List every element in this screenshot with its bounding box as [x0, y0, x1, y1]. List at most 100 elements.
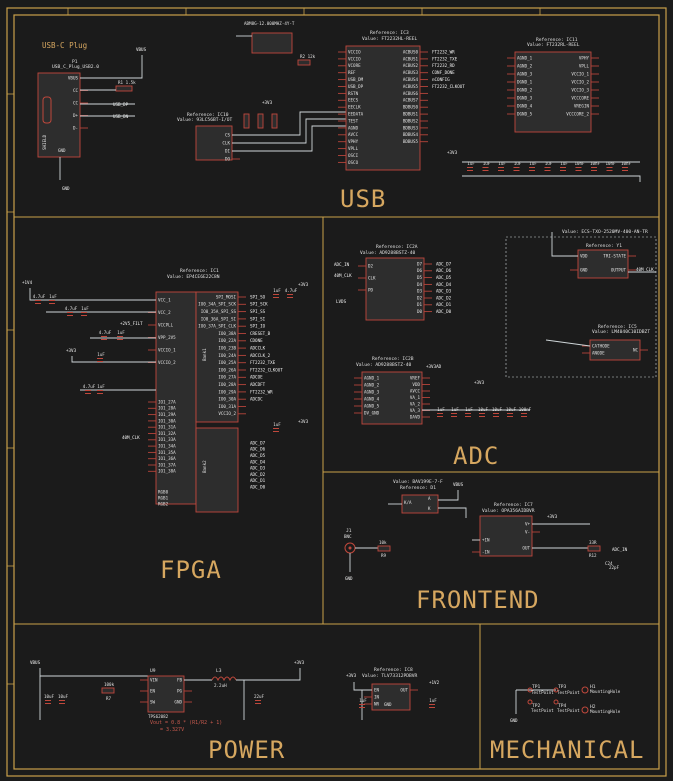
fpga-cap-value: 4.7uF [285, 288, 298, 293]
fpga-cap-value: 1uF [97, 384, 105, 389]
adc-cap-value: 1uF [465, 407, 473, 412]
wire [438, 507, 467, 518]
fpga-pin-label: IO0_37A_SPI_CLK [198, 324, 236, 329]
osc-pin-label: OUTPUT [611, 267, 627, 272]
testpoint-icon [527, 699, 533, 705]
ic11-pin-label: AGND_3 [517, 71, 533, 76]
p1-gnd-label: GND [58, 148, 66, 153]
ic11-pin-label: VCCIO_3 [571, 87, 589, 92]
ic11-pin-label: VCCIO_2 [571, 79, 589, 84]
opamp-pin-label: V- [525, 529, 530, 534]
fpga-rgb-pin-label: RGB0 [158, 489, 169, 494]
opamp-pin-label: V+ [525, 521, 531, 526]
ic11-pin-label: DGND_2 [517, 87, 533, 92]
ic3-pin-label: ACBUS5 [403, 84, 419, 89]
opamp-out-label: OUT [522, 545, 530, 550]
tp1-ref: TP1 [532, 684, 541, 690]
wire [551, 232, 578, 257]
c-out-ref: C24 [605, 561, 613, 566]
ic3-pin-label: USB_DM [348, 77, 364, 82]
wire [71, 356, 156, 363]
r-in-value: 10k [379, 540, 387, 545]
fpga-io-pin-label: IO1_35A [158, 450, 176, 455]
section-title-usb: USB [340, 185, 386, 213]
p1-ref: P1 [72, 59, 78, 65]
inner-border [13, 14, 660, 770]
power-cap-value: 1uF [429, 698, 437, 703]
fpga-pin-label: SPI_MOSI [216, 294, 237, 299]
adc-cap-value: 1uF [451, 407, 459, 412]
fpga-section: Reference: IC1 Value: EP4CE6E22C8N Bank1… [22, 268, 309, 513]
u9-pin-label: SW [150, 699, 156, 704]
vref-value: Value: LM4040C10IDBZT [592, 329, 650, 335]
fpga-pin-label: IO0_24A [218, 353, 236, 358]
opamp-pin-label: +IN [482, 537, 490, 542]
ic2a-pin-label: D4 [417, 282, 423, 287]
p1-pin-label: D+ [73, 113, 79, 118]
fpga-pin-label: IO0_34A_SPI_SCK [198, 302, 236, 307]
resistor [257, 113, 264, 129]
fpga-pin-label: IO0_27A [218, 375, 236, 380]
ic2b-pin-label: AGND_1 [364, 375, 380, 380]
ic3-pin-label: TEST [348, 118, 359, 123]
ic3-pin-label: ACBUS1 [403, 56, 419, 61]
resistor-r1 [115, 85, 133, 92]
ic3-pin-label: AGND [348, 125, 359, 130]
fpga-net-label: SPI_SCK [250, 302, 268, 307]
ic8-pin-label: NR [374, 701, 380, 706]
vout-equation: Vout = 0.8 * (R1/R2 + 1) [150, 720, 222, 726]
ic3-pin-label: ACBUS0 [403, 49, 419, 54]
fpga-io-pin-label: IO1_36A [158, 456, 176, 461]
r-out-ref: R12 [589, 553, 597, 558]
fpga-adc-net-label: ADC_D0 [250, 485, 266, 490]
ic3-pin-label: ACBUS6 [403, 91, 419, 96]
fpga-pin-label: IO0_26A [218, 367, 236, 372]
fpga-net-label: FT2232_WR [250, 389, 273, 394]
u9-pin-label: FB [177, 677, 183, 682]
fpga-net-label: FT2232_CLKOUT [250, 367, 283, 372]
p1-pin-label: D- [73, 125, 78, 130]
crystal [251, 32, 293, 54]
section-title-mechanical: MECHANICAL [490, 736, 645, 764]
fpga-pin-label: IO0_35A_SPI_SS [201, 309, 237, 314]
ic3-pin-label: EECS [348, 98, 359, 103]
fpga-net-label: SPI_IO [250, 324, 266, 329]
fpga-net-label: ADCCLK_2 [250, 353, 271, 358]
opamp-value: Value: OPA356AIDBVR [482, 508, 535, 514]
ic3-pin-label: BDBUS3 [403, 125, 419, 130]
usb-cap-value: 1uF [498, 161, 506, 166]
testpoint-icon [553, 687, 559, 693]
ic3-pin-label: AVCC [348, 132, 359, 137]
ldo-in-net: +3V3 [346, 673, 357, 678]
ic11-ref: Reference: IC11 [536, 37, 578, 43]
tp2-value: TestPoint [531, 708, 554, 713]
ic2a-net-label: ADC_D3 [436, 289, 452, 294]
ic1-fpga-bank1 [195, 291, 239, 423]
fpga-net-label: ADCCLK [250, 346, 266, 351]
resistor-r9 [377, 545, 391, 552]
fpga-cap-value: 1uF [117, 330, 125, 335]
opamp-pin-label: -IN [482, 549, 490, 554]
ldo-out-net: +1V2 [429, 680, 440, 685]
ic3-ref: Reference: IC3 [370, 30, 409, 36]
mechanical-section: TP1 TP3 TP2 TP4 TestPoint TestPoint Test… [510, 684, 621, 723]
ic2a-pin-label: PD [368, 287, 374, 292]
fpga-supply-33-right: +3V3 [298, 282, 309, 287]
ic2b-pin-label: VA_3 [410, 408, 421, 413]
ic11 [514, 51, 592, 133]
frontend-vbus: VBUS [453, 482, 464, 487]
resistor [243, 113, 250, 129]
adc-in-net: ADC_IN [334, 262, 350, 267]
usb-cap-value: 10nF [590, 161, 601, 166]
ic2a-pin-label: D7 [417, 261, 423, 266]
h1-value: MountingHole [590, 689, 621, 694]
ic3-pin-label: VCORE [348, 63, 361, 68]
ic2a-net-label: ADC_D7 [436, 261, 452, 266]
fpga-adc-net-label: ADC_D2 [250, 472, 266, 477]
ic3-pin-label: USB_DP [348, 84, 364, 89]
p1-pin-label: CC [73, 100, 79, 105]
tp2-ref: TP2 [532, 703, 541, 709]
fpga-pin-label: VCCIO_2 [218, 411, 236, 416]
opamp-ic7 [479, 515, 533, 557]
ic1-fpga-bank2 [195, 427, 239, 513]
